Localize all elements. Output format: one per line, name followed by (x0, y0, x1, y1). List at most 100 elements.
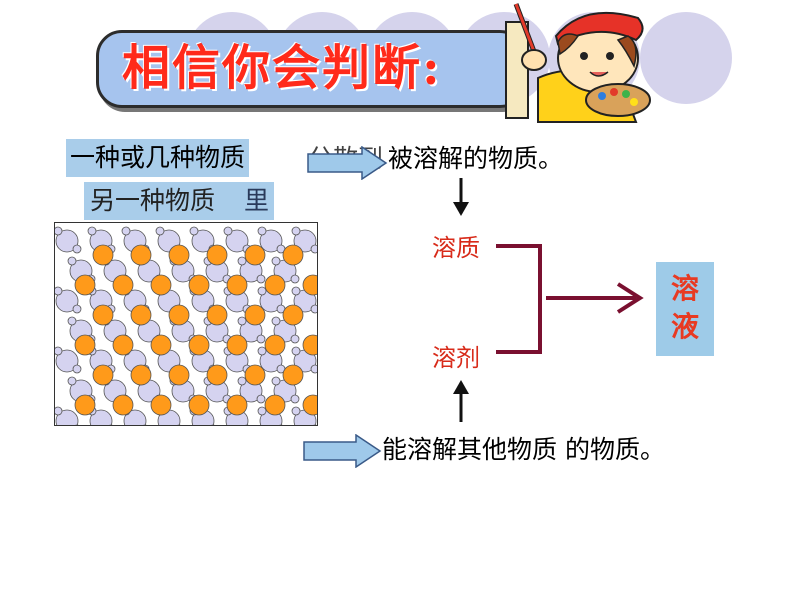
solute-particle (264, 394, 286, 416)
solute-particle (92, 304, 114, 326)
solute-particle (226, 274, 248, 296)
solvent-atom (67, 376, 77, 386)
solvent-atom (72, 244, 82, 254)
solvent-molecule (191, 229, 215, 253)
solvent-molecule (55, 349, 79, 373)
solvent-atom (310, 244, 317, 254)
solvent-definition-text: 能溶解其他物质 的物质。 (382, 435, 665, 464)
title-banner (96, 30, 526, 108)
solvent-atom (257, 346, 267, 356)
page-title: 相信你会判断: (122, 40, 442, 96)
solvent-molecule (55, 289, 79, 313)
solvent-atom (87, 226, 97, 236)
solvent-molecule (259, 229, 283, 253)
solvent-molecule (55, 229, 79, 253)
solution-char-1: 溶 (670, 272, 699, 305)
solvent-molecule (293, 229, 317, 253)
solution-char-2: 液 (670, 310, 699, 343)
solute-particle (302, 394, 317, 416)
solvent-atom (256, 334, 266, 344)
solvent-atom (237, 316, 247, 326)
solute-particle (244, 244, 266, 266)
solute-particle (92, 364, 114, 386)
solute-particle (112, 274, 134, 296)
solvent-molecule (89, 409, 113, 425)
solute-particle (130, 364, 152, 386)
solute-particle (302, 274, 317, 296)
solvent-atom (310, 364, 317, 374)
substance-label: 一种或几种物质 (66, 139, 250, 177)
solute-particle (282, 364, 304, 386)
solvent-atom (291, 406, 301, 416)
solute-particle (188, 334, 210, 356)
solvent-atom (271, 256, 281, 266)
down-arrow-icon (453, 178, 469, 216)
solvent-atom (291, 226, 301, 236)
arrow-right-icon (303, 434, 382, 468)
solvent-atom (291, 286, 301, 296)
solvent-atom (55, 226, 63, 236)
solute-particle (74, 394, 96, 416)
solvent-atom (257, 286, 267, 296)
solute-term: 溶质 (432, 234, 480, 262)
solvent-atom (237, 376, 247, 386)
solute-particle (244, 304, 266, 326)
solute-particle (282, 304, 304, 326)
solvent-atom (121, 226, 131, 236)
decorative-circle (640, 12, 732, 104)
solvent-atom (72, 304, 82, 314)
solvent-atom (67, 256, 77, 266)
up-arrow-icon (453, 380, 469, 422)
solute-particle (168, 304, 190, 326)
solute-particle (226, 394, 248, 416)
solvent-atom (189, 226, 199, 236)
combine-bracket (496, 244, 644, 354)
solvent-molecule (225, 229, 249, 253)
solute-particle (150, 334, 172, 356)
solute-particle (150, 274, 172, 296)
solvent-atom (55, 406, 63, 416)
solute-particle (74, 334, 96, 356)
solute-particle (226, 334, 248, 356)
solvent-atom (310, 304, 317, 314)
solvent-atom (290, 274, 300, 284)
another-substance-text: 另一种物质 (90, 186, 216, 215)
solvent-atom (290, 334, 300, 344)
solute-particle (206, 304, 228, 326)
solvent-atom (223, 226, 233, 236)
solution-term: 溶 液 (656, 270, 714, 346)
solute-particle (150, 394, 172, 416)
solute-definition-text: 被溶解的物质。 (388, 144, 564, 173)
solvent-atom (271, 316, 281, 326)
solvent-atom (256, 274, 266, 284)
solute-particle (130, 244, 152, 266)
solvent-atom (55, 346, 63, 356)
painter-girl-icon (505, 3, 651, 123)
solute-particle (188, 394, 210, 416)
solute-particle (264, 274, 286, 296)
particle-diagram (54, 222, 318, 426)
solvent-atom (290, 394, 300, 404)
solute-particle (112, 394, 134, 416)
solute-particle (206, 364, 228, 386)
solvent-atom (256, 394, 266, 404)
solvent-molecule (55, 409, 79, 425)
solute-particle (168, 244, 190, 266)
solute-particle (244, 364, 266, 386)
another-substance-suffix: 里 (244, 186, 270, 215)
solute-particle (188, 274, 210, 296)
solvent-atom (291, 346, 301, 356)
solute-particle (92, 244, 114, 266)
solute-particle (74, 274, 96, 296)
solute-particle (112, 334, 134, 356)
solute-particle (168, 364, 190, 386)
another-substance-label: 另一种物质 里 (84, 182, 274, 220)
solute-particle (302, 334, 317, 356)
solvent-atom (72, 364, 82, 374)
solvent-atom (257, 226, 267, 236)
solute-particle (130, 304, 152, 326)
solvent-atom (67, 316, 77, 326)
solute-particle (206, 244, 228, 266)
solvent-atom (155, 226, 165, 236)
solute-particle (264, 334, 286, 356)
